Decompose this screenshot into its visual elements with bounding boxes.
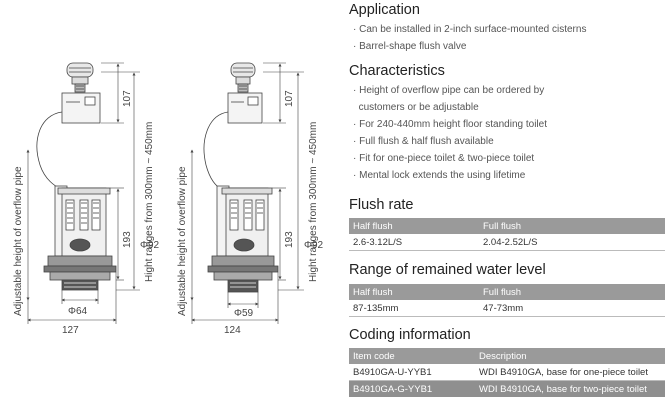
flush-rate-table: Half flush Full flush 2.6-3.12L/S 2.04-2… [349,218,665,251]
water-level-header: Half flush [349,284,479,300]
coding-header: Item code [349,348,475,364]
right-dim-width: 124 [224,325,241,336]
application-title: Application [349,2,420,18]
water-level-header: Full flush [479,284,665,300]
water-level-value: 87-135mm [349,300,479,317]
left-dim-dia-bottom: Φ64 [68,306,88,317]
flush-rate-title: Flush rate [349,197,414,213]
dimension-lines-right [190,62,304,324]
left-dim-dia-right: Φ92 [140,240,160,251]
application-list: Can be installed in 2-inch surface-mount… [353,21,586,55]
right-dim-dia-bottom: Φ59 [234,308,254,319]
right-dim-107: 107 [284,90,295,107]
table-row: B4910GA-U-YYB1 WDI B4910GA, base for one… [349,364,665,381]
characteristics-item: Full flush & half flush available [353,133,547,150]
left-dim-107: 107 [122,90,133,107]
table-row: B4910GA-G-YYB1 WDI B4910GA, base for two… [349,380,665,397]
valve-drawing-left [36,62,117,291]
characteristics-list: Height of overflow pipe can be ordered b… [353,82,547,184]
left-dim-width: 127 [62,325,79,336]
flush-rate-value: 2.6-3.12L/S [349,234,479,251]
right-vertical-label: Adjustable height of overflow pipe [177,166,188,316]
application-item: Barrel-shape flush valve [353,38,586,55]
coding-title: Coding information [349,327,471,343]
flush-rate-header: Full flush [479,218,665,234]
coding-table: Item code Description B4910GA-U-YYB1 WDI… [349,348,665,397]
coding-description: WDI B4910GA, base for two-piece toilet [475,380,665,397]
dimension-lines-left [26,62,140,324]
left-vertical-label: Adjustable height of overflow pipe [13,166,24,316]
left-dim-193: 193 [122,231,133,248]
product-info: Application Can be installed in 2-inch s… [349,0,666,400]
right-dim-193: 193 [284,231,295,248]
flush-rate-header: Half flush [349,218,479,234]
coding-header: Description [475,348,665,364]
characteristics-item: Mental lock extends the using lifetime [353,167,547,184]
characteristics-item: Fit for one-piece toilet & two-piece toi… [353,150,547,167]
coding-item-code: B4910GA-U-YYB1 [349,364,475,381]
characteristics-item: Height of overflow pipe can be ordered b… [353,82,547,99]
characteristics-item: For 240-440mm height floor standing toil… [353,116,547,133]
characteristics-item-continued: customers or be adjustable [358,102,479,113]
coding-item-code: B4910GA-G-YYB1 [349,380,475,397]
coding-description: WDI B4910GA, base for one-piece toilet [475,364,665,381]
characteristics-title: Characteristics [349,63,445,79]
water-level-title: Range of remained water level [349,262,546,278]
left-height-range: Hight ranges from 300mm ~ 450mm [144,122,155,282]
water-level-value: 47-73mm [479,300,665,317]
technical-drawings: Adjustable height of overflow pipe Hight… [13,62,324,336]
valve-drawing-right [203,62,279,293]
water-level-table: Half flush Full flush 87-135mm 47-73mm [349,284,665,317]
right-height-range: Hight ranges from 300mm ~ 450mm [308,122,319,282]
flush-rate-value: 2.04-2.52L/S [479,234,665,251]
application-item: Can be installed in 2-inch surface-mount… [353,21,586,38]
right-dim-dia-right: Φ92 [304,240,324,251]
